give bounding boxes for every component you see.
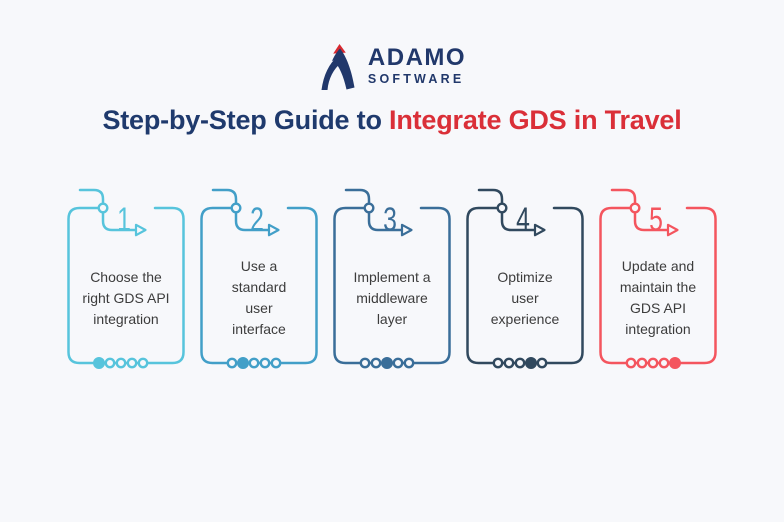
connector-hook (477, 189, 536, 232)
logo-triangle-icon (333, 44, 346, 54)
logo-swoosh-right (331, 48, 355, 90)
step-progress-dots (93, 357, 149, 370)
adamo-logo-icon (321, 44, 355, 90)
step-frame: 2 (200, 189, 318, 370)
step-label: Implement a middleware layer (353, 268, 431, 327)
node-circle (629, 202, 641, 214)
step-label: Choose the right GDS API integration (82, 268, 170, 327)
step-progress-dots (359, 357, 415, 370)
step-card-5: 5 Update and maintain the GDS API integr… (599, 178, 717, 374)
step-frame: 3 (333, 189, 451, 370)
arrowhead-icon (533, 224, 546, 237)
page-title: Step-by-Step Guide to Integrate GDS in T… (0, 104, 784, 136)
step-card-3: 3 Implement a middleware layer (333, 178, 451, 374)
logo-wordmark: ADAMO SOFTWARE (368, 46, 466, 86)
step-frame: 1 (67, 189, 185, 370)
steps-row: 1 Choose the right GDS API integration 2 (0, 178, 784, 374)
step-card-2: 2 Use a standard user interface (200, 178, 318, 374)
title-prefix: Step-by-Step Guide to (102, 105, 390, 135)
step-frame: 5 (599, 189, 717, 370)
logo: ADAMO SOFTWARE (0, 0, 784, 90)
step-number: 3 (383, 203, 397, 239)
arrowhead-icon (666, 224, 679, 237)
node-circle (230, 202, 242, 214)
connector-hook (344, 189, 403, 232)
step-label: Optimize user experience (490, 268, 560, 327)
node-circle (97, 202, 109, 214)
connector-hook (211, 189, 270, 232)
step-number: 1 (117, 203, 131, 239)
arrowhead-icon (400, 224, 413, 237)
step-progress-dots (226, 357, 282, 370)
step-label: Update and maintain the GDS API integrat… (619, 258, 697, 338)
step-number: 2 (250, 203, 264, 239)
step-frame: 4 (466, 189, 584, 370)
step-progress-dots (625, 357, 681, 370)
step-card-4: 4 Optimize user experience (466, 178, 584, 374)
logo-name: ADAMO (367, 44, 467, 72)
node-circle (363, 202, 375, 214)
step-card-1: 1 Choose the right GDS API integration (67, 178, 185, 374)
connector-hook (78, 189, 137, 232)
step-label: Use a standard user interface (231, 258, 287, 338)
connector-hook (610, 189, 669, 232)
node-circle (496, 202, 508, 214)
step-progress-dots (492, 357, 548, 370)
title-highlight: Integrate GDS in Travel (389, 105, 682, 135)
logo-subname: SOFTWARE (367, 72, 465, 87)
logo-swoosh-left (321, 56, 342, 90)
step-number: 4 (516, 203, 530, 239)
arrowhead-icon (134, 224, 147, 237)
arrowhead-icon (267, 224, 280, 237)
step-number: 5 (649, 203, 663, 239)
